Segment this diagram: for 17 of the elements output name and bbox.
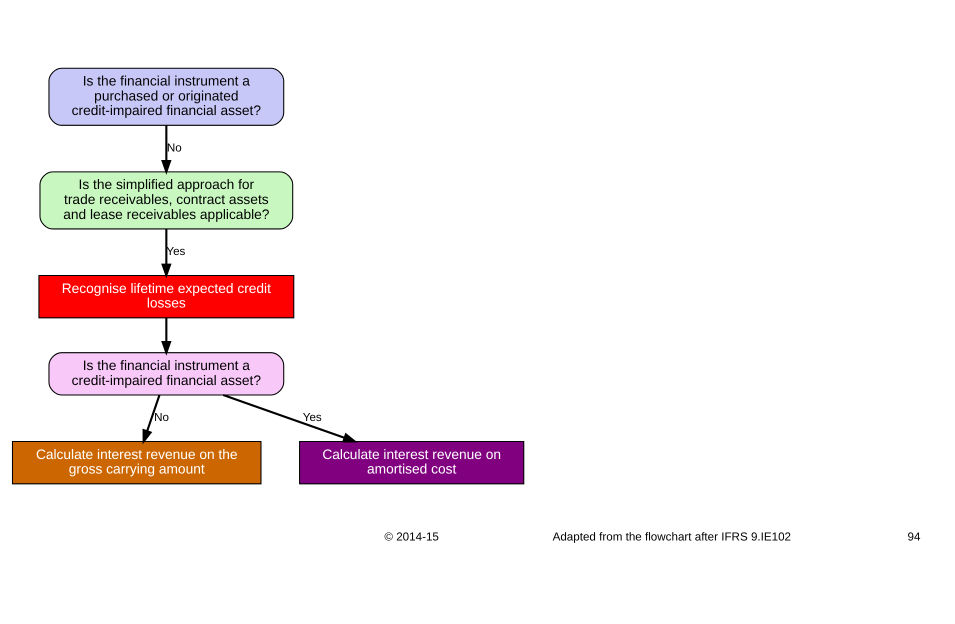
arrow xyxy=(161,125,172,174)
arrow xyxy=(222,394,358,442)
edge-label: No xyxy=(154,410,170,424)
node-box: Calculate interest revenue on the gross carrying amount xyxy=(12,440,262,484)
arrow xyxy=(161,317,172,356)
label: Adapted from the flowchart after IFRS 9.IE102 xyxy=(552,530,792,544)
label: © 2014-15 xyxy=(384,530,439,544)
label: 94 xyxy=(907,530,920,544)
node-box: Is the financial instrument a purchased or originated credit-impaired financial asset? xyxy=(48,67,284,126)
edge-label: No xyxy=(166,141,182,154)
node-box: Recognise lifetime expected credit losses xyxy=(38,274,294,318)
node-box: Is the simplified approach for trade receivables, contract assets and lease receivables applicable? xyxy=(39,170,294,229)
node-box: Calculate interest revenue on amortised cost xyxy=(299,440,524,484)
arrow xyxy=(142,394,160,444)
arrow xyxy=(161,228,172,278)
edge-label: Yes xyxy=(302,410,322,424)
node-box: Is the financial instrument a credit-impaired financial asset? xyxy=(48,352,284,395)
